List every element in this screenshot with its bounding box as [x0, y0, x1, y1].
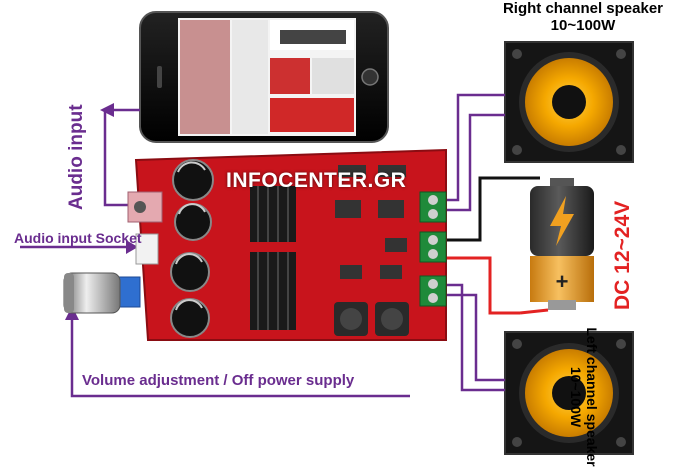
power-wires [446, 176, 549, 315]
potentiometer-icon [63, 272, 141, 314]
audio-input-socket-label: Audio input Socket [14, 230, 142, 246]
amplifier-board [127, 148, 447, 341]
left-speaker-icon [504, 331, 634, 455]
heatsink-icon [250, 186, 296, 330]
right-speaker-label: Right channel speaker 10~100W [488, 0, 678, 34]
power-supply-label: DC 12~24V [611, 200, 634, 310]
right-speaker-title: Right channel speaker [502, 0, 664, 17]
inductor-icon [334, 302, 409, 336]
left-speaker-power: 10~100W [568, 366, 584, 428]
smartphone-icon [139, 11, 389, 143]
lightning-icon [550, 196, 574, 246]
right-speaker-power: 10~100W [550, 17, 616, 34]
volume-adjustment-label: Volume adjustment / Off power supply [82, 372, 355, 389]
audio-socket-icon [127, 191, 163, 265]
terminal-block-icon [419, 191, 447, 307]
right-speaker-icon [504, 41, 634, 163]
watermark: INFOCENTER.GR [226, 169, 407, 192]
battery-icon: + [530, 178, 594, 310]
capacitor-icon [170, 159, 214, 338]
left-speaker-label: Left channel speaker 10~100W [568, 322, 600, 472]
chips [335, 165, 407, 279]
audio-input-label: Audio input [66, 104, 87, 210]
left-speaker-title: Left channel speaker [584, 327, 600, 467]
guide-lines [20, 93, 505, 398]
svg-text:+: + [556, 269, 569, 294]
